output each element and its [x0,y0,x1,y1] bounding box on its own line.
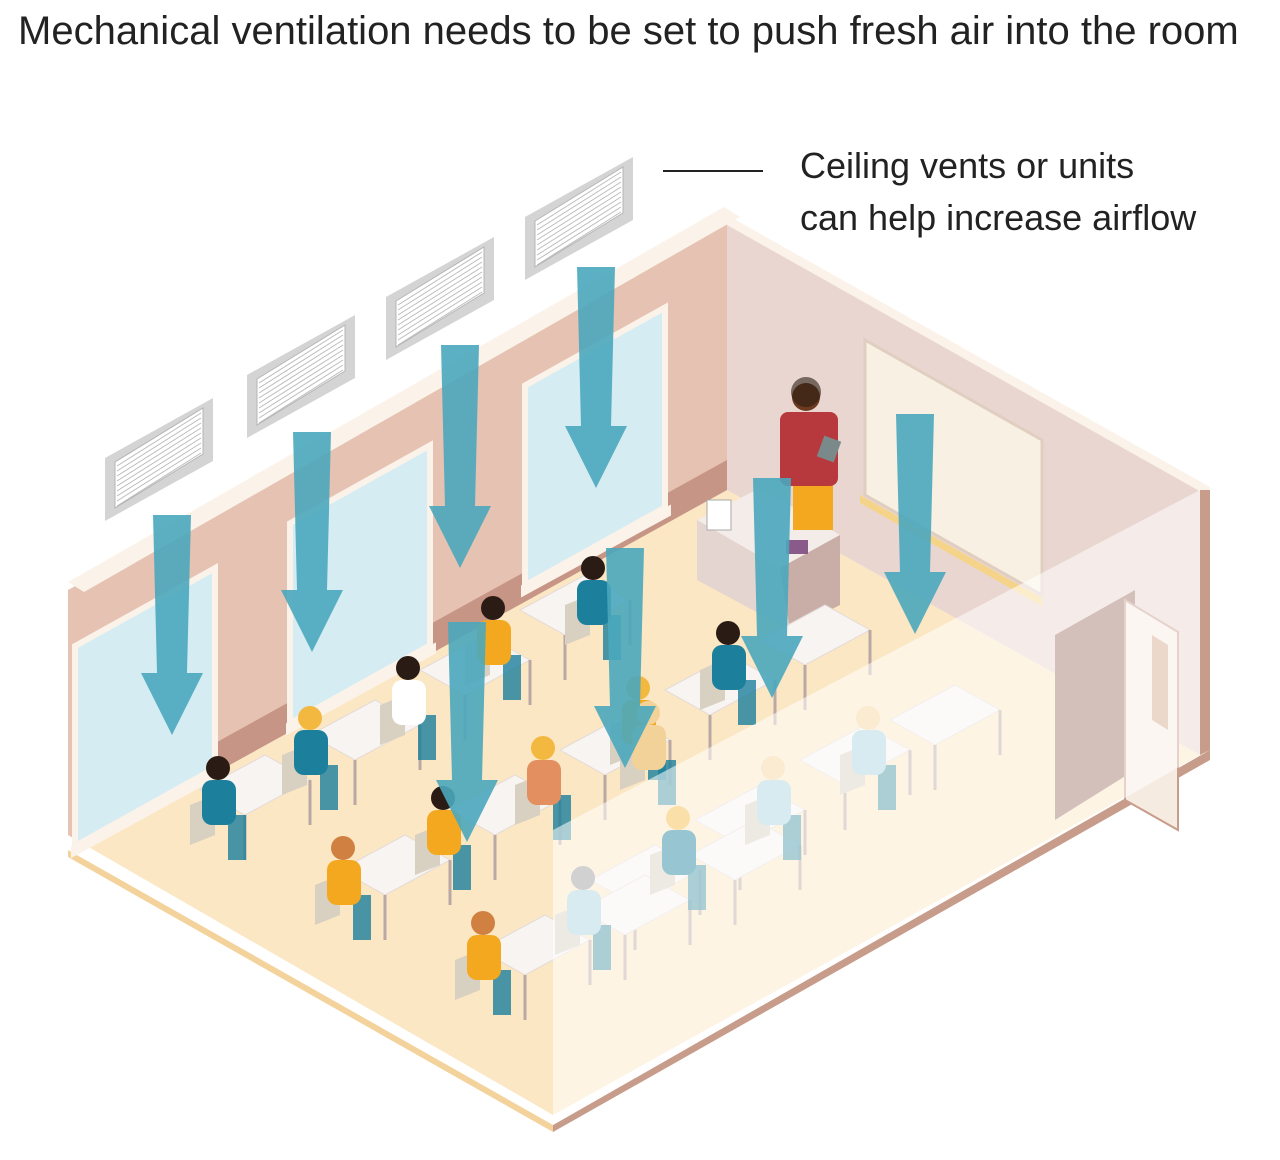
student-shirt [467,935,501,980]
vent-slat [397,276,483,331]
student-legs [738,680,756,725]
vent-slat [116,432,202,487]
vent-slat [536,211,622,266]
vent-slat [258,369,344,424]
vent-slat [536,176,622,231]
vent-grille [395,246,485,348]
student-shirt [577,580,611,625]
callout-line-1: Ceiling vents or units [800,145,1135,186]
student-shirt [712,645,746,690]
student-legs [418,715,436,760]
student-head [471,911,495,935]
vent-slat [258,359,344,414]
student-legs [320,765,338,810]
airflow-arrow-icon [565,267,627,488]
floor-edge-right [553,750,1210,1132]
student-shirt [202,780,236,825]
left-wall-top [68,207,740,592]
vent-grille [534,166,624,268]
airflow-arrow-icon [884,414,946,634]
airflow-arrow-icon [281,432,343,652]
vent-slat [397,251,483,306]
vent-slat [258,344,344,399]
vent-slat [397,281,483,336]
student-head [206,756,230,780]
vent-slat [536,206,622,261]
vent-callout: Ceiling vents or units can help increase… [800,140,1196,244]
student-legs [228,815,246,860]
student [515,736,571,840]
vent-slat [258,354,344,409]
student [190,756,246,860]
student [315,836,371,940]
student-head [396,656,420,680]
vent-slat [116,442,202,497]
student [700,621,756,725]
vent-grille [114,407,204,509]
student-legs [503,655,521,700]
vent-slat [258,334,344,389]
vent-slat [397,271,483,326]
desk-books [786,540,808,554]
student-head [531,736,555,760]
vent-slat [116,452,202,507]
right-wall-top [727,215,1210,497]
airflow-arrow-icon [741,478,803,698]
window-sill [521,504,671,598]
teacher [780,377,842,530]
vent-slat [116,422,202,477]
student-shirt [527,760,561,805]
glass-wall-overlay [553,490,1200,1125]
student [282,706,338,810]
student-legs [453,845,471,890]
airflow-arrow-icon [594,548,656,768]
student-shirt [294,730,328,775]
vent-slat [536,201,622,256]
vent-slat [536,191,622,246]
student-shirt [427,810,461,855]
callout-leader-line [663,170,763,172]
illustration-title: Mechanical ventilation needs to be set t… [18,9,1239,53]
vent-slat [116,417,202,472]
airflow-arrow-icon [429,345,491,568]
vent-slat [536,181,622,236]
student-head [298,706,322,730]
floor-edge [68,850,553,1132]
student-shirt [327,860,361,905]
student-head [481,596,505,620]
vent-slat [258,339,344,394]
student [380,656,436,760]
vent-slat [116,447,202,502]
student [455,911,511,1015]
student-head [331,836,355,860]
student-legs [353,895,371,940]
student-head [716,621,740,645]
vent-slat [258,364,344,419]
callout-line-2: can help increase airflow [800,197,1197,238]
vent-slat [116,412,202,467]
vent-slat [397,261,483,316]
vent-slat [397,291,483,346]
vent-slat [116,437,202,492]
vent-slat [116,427,202,482]
student-shirt [392,680,426,725]
student-legs [493,970,511,1015]
vent-slat [536,171,622,226]
student-head [581,556,605,580]
vent-grille [256,324,346,426]
airflow-arrow-icon [141,515,203,735]
right-wall-edge [1200,490,1210,755]
vent-slat [536,196,622,251]
window-sill [71,765,221,859]
vent-slat [397,286,483,341]
vent-slat [258,349,344,404]
vent-slat [258,329,344,384]
airflow-arrow-icon [436,622,498,842]
vent-slat [397,266,483,321]
desk-monitor [706,499,732,531]
vent-slat [536,186,622,241]
vent-slat [397,256,483,311]
